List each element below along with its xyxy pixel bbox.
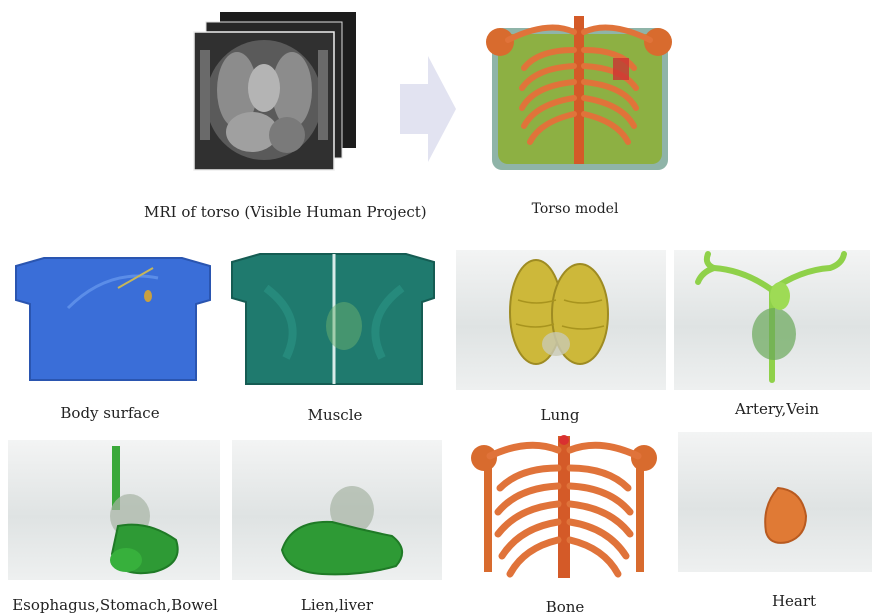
digestive-image	[8, 440, 220, 580]
panel-label: Esophagus,Stomach,Bowel	[0, 596, 230, 614]
heart-image	[678, 432, 872, 572]
mri-caption: MRI of torso (Visible Human Project)	[144, 203, 434, 221]
lien-liver-image	[232, 440, 442, 580]
bone-image	[464, 432, 664, 582]
lung-image	[456, 250, 666, 390]
right-arrow-icon	[398, 54, 458, 164]
panel-label: Bone	[520, 598, 610, 616]
model-caption: Torso model	[520, 201, 630, 217]
torso-model-image	[478, 10, 680, 170]
mri-stack	[192, 10, 360, 172]
muscle-image	[226, 248, 440, 388]
panel-label: Lung	[500, 406, 620, 424]
panel-label: Body surface	[20, 404, 200, 422]
panel-label: Lien,liver	[272, 596, 402, 614]
panel-label: Muscle	[260, 406, 410, 424]
artery-vein-image	[674, 250, 870, 390]
body-surface-image	[8, 248, 218, 388]
panel-label: Heart	[744, 592, 844, 610]
panel-label: Artery,Vein	[712, 400, 842, 418]
